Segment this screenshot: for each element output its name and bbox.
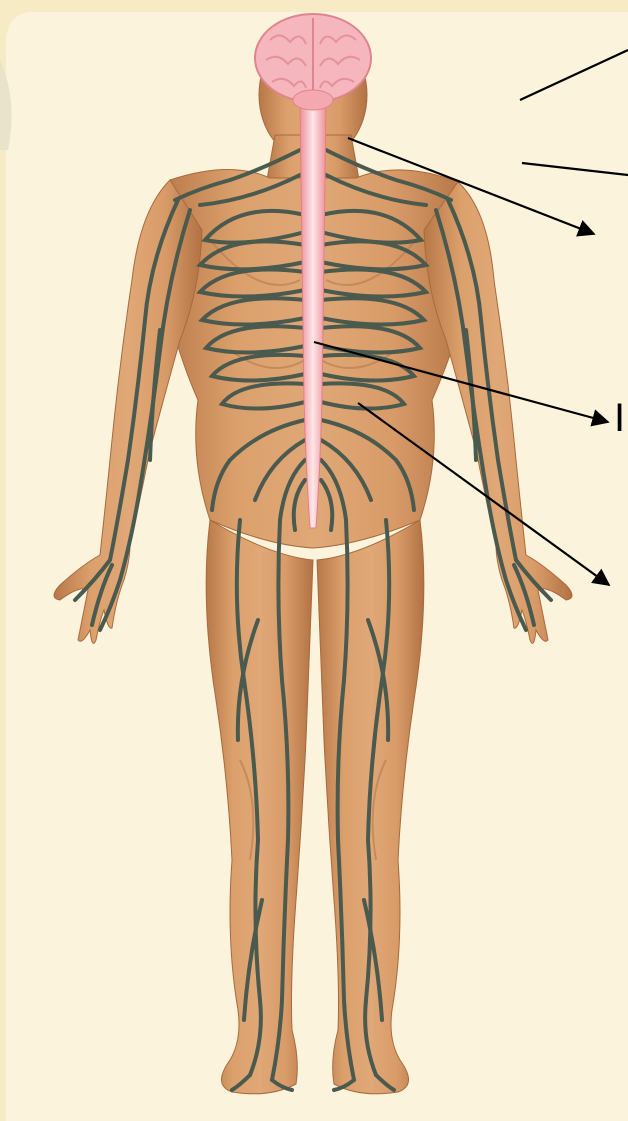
pointer-line-spinal-cord <box>522 163 628 175</box>
pointer-line-brain <box>520 50 628 100</box>
label-fragment: I <box>614 398 625 438</box>
